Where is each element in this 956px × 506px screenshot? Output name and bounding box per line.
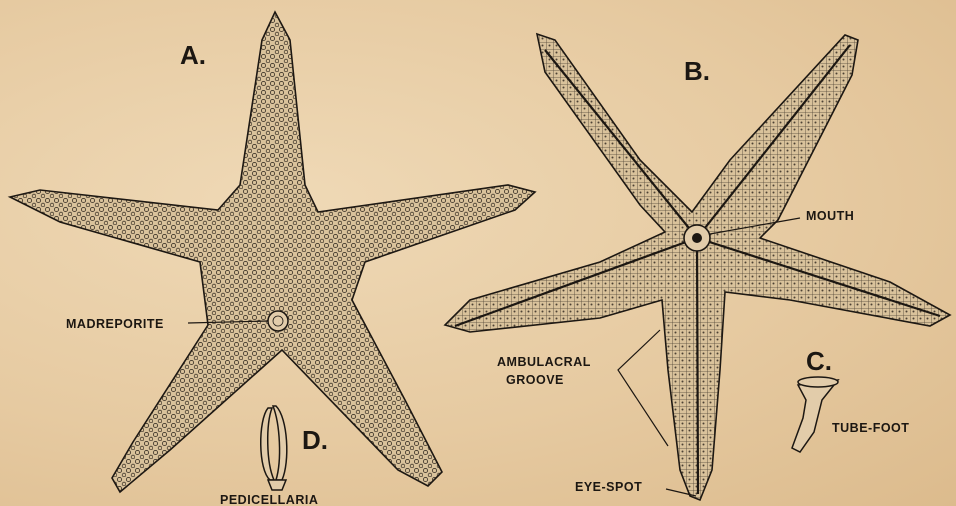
madreporite-label: MADREPORITE xyxy=(66,317,164,331)
tube-foot-label: TUBE-FOOT xyxy=(832,421,909,435)
eye-spot-label: EYE-SPOT xyxy=(575,480,642,494)
starfish-a xyxy=(10,12,535,492)
madreporite-plate xyxy=(268,311,288,331)
ambulacral-label-line1: AMBULACRAL xyxy=(497,355,591,369)
ambulacral-leader xyxy=(618,330,668,446)
figure-a-letter: A. xyxy=(180,40,206,70)
tube-foot-drawing xyxy=(792,377,838,452)
mouth-label: MOUTH xyxy=(806,209,854,223)
figure-d-letter: D. xyxy=(302,425,328,455)
figure-c-letter: C. xyxy=(806,346,832,376)
pedicellaria-label: PEDICELLARIA xyxy=(220,493,318,506)
ambulacral-label-line2: GROOVE xyxy=(506,373,564,387)
pedicellaria-drawing xyxy=(261,406,287,490)
figure-b-letter: B. xyxy=(684,56,710,86)
